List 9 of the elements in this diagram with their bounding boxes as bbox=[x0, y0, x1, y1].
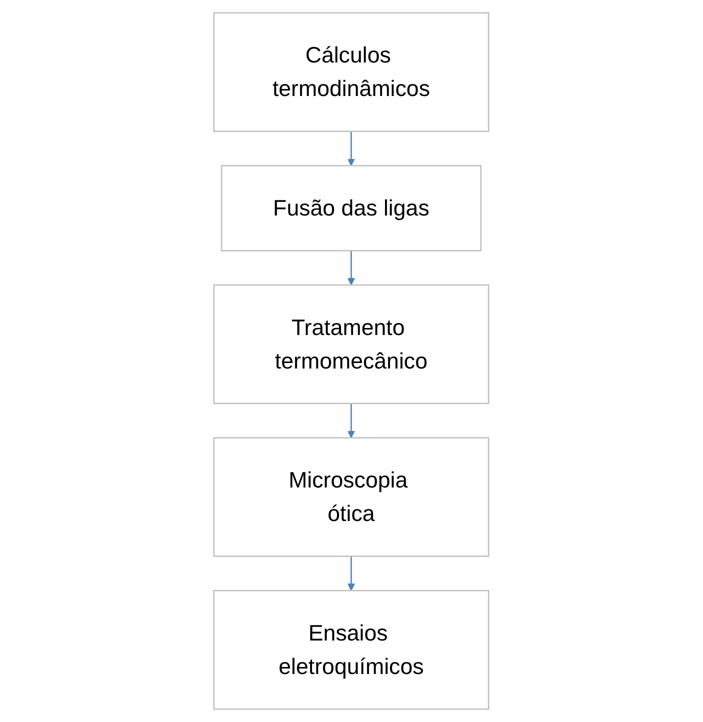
arrow bbox=[348, 250, 356, 286]
node-box: Cálculos termodinâmicos bbox=[214, 12, 490, 132]
node-box: Fusão das ligas bbox=[221, 165, 482, 252]
arrow bbox=[348, 403, 356, 438]
node-box: Microscopia ótica bbox=[214, 437, 490, 557]
node-box: Tratamento termomecânico bbox=[214, 284, 490, 404]
arrow bbox=[348, 131, 356, 166]
arrow bbox=[348, 556, 356, 591]
node-box: Ensaios eletroquímicos bbox=[214, 590, 490, 710]
